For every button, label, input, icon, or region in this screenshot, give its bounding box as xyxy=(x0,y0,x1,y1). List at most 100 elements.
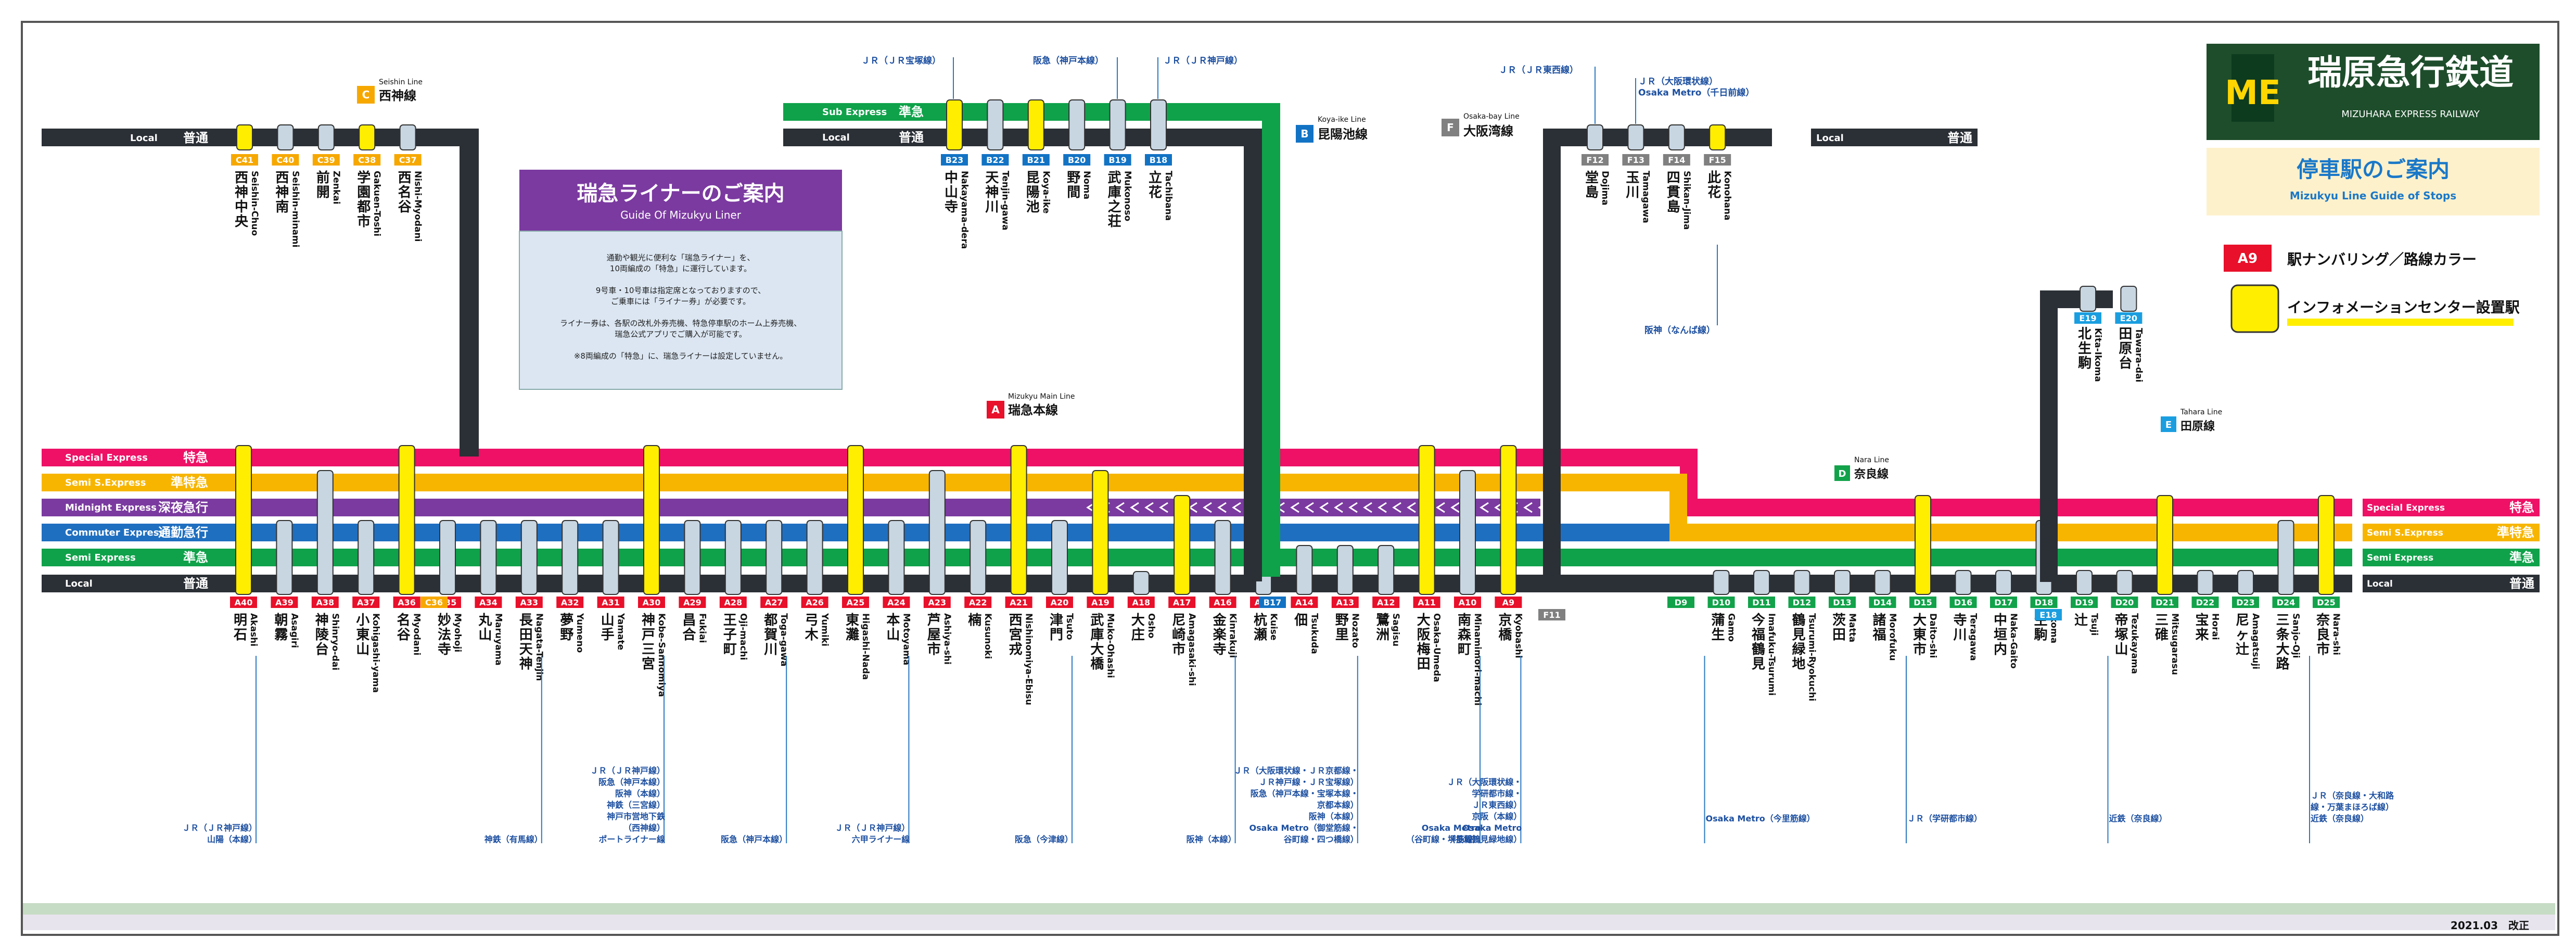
station-code-badge xyxy=(272,154,299,166)
midnight-chevron xyxy=(1523,502,1533,513)
midnight-chevron xyxy=(1480,502,1489,513)
liner-title-box xyxy=(519,170,842,231)
station-name-en: Yamate xyxy=(616,613,626,650)
station-name-jp-char: 山 xyxy=(945,185,958,200)
station-name-jp-char: 緑 xyxy=(1792,641,1806,657)
station-pill-C41 xyxy=(236,124,253,150)
station-name-jp-char: 三 xyxy=(642,642,655,657)
station-code-badge xyxy=(1869,597,1896,608)
station-name-en: Maruyama xyxy=(493,613,503,666)
midnight-chevron xyxy=(1290,502,1299,513)
station-name-jp-char: 木 xyxy=(805,627,819,643)
transfer-text: ＪＲ（ＪＲ東西線） xyxy=(1499,65,1578,75)
station-code-badge xyxy=(1788,597,1816,608)
station-pill-F15 xyxy=(1709,124,1726,150)
station-code: A17 xyxy=(1173,598,1191,607)
station-name-jp-char: 楠 xyxy=(968,612,981,628)
station-code-badge xyxy=(515,597,543,608)
station-name-jp-char: 宝 xyxy=(2195,612,2209,628)
station-pill-D22 xyxy=(2197,570,2214,595)
transfer-text: 阪神（本線） xyxy=(1187,834,1236,844)
station-code: C41 xyxy=(236,155,253,165)
station-name-jp-char: 弓 xyxy=(805,613,819,628)
station-name-jp: 前開 xyxy=(316,170,330,200)
station-pill-A14 xyxy=(1296,545,1313,595)
station-code-badge xyxy=(1707,597,1735,608)
midnight-chevron xyxy=(1232,502,1241,513)
station-name-jp: 尼崎市 xyxy=(1172,613,1185,657)
station-name-jp-char: 田 xyxy=(519,627,533,643)
right-service-jp: 普通 xyxy=(2509,576,2534,591)
band-special-nara xyxy=(1665,449,2352,516)
station-name-jp-char: 天 xyxy=(985,170,999,186)
station-name-en: Teragawa xyxy=(1968,613,1979,661)
station-name-jp-char: 市 xyxy=(927,641,941,657)
station-pill-A40 xyxy=(235,445,252,595)
station-code: A36 xyxy=(398,598,416,607)
station-name-jp: 田原台 xyxy=(2119,326,2132,371)
station-pill-A38 xyxy=(316,470,334,595)
line-name-jp: 田原線 xyxy=(2180,420,2215,433)
station-code: D9 xyxy=(1675,598,1687,607)
station-code: A32 xyxy=(561,598,579,607)
station-code-badge xyxy=(1413,597,1440,608)
station-pill-A25 xyxy=(847,445,864,595)
station-pill-B20 xyxy=(1068,99,1086,150)
transfer-text: 京都本線） xyxy=(1317,800,1359,810)
station-code: A31 xyxy=(602,598,620,607)
station-name-jp-char: 西 xyxy=(275,170,289,186)
station-code-badge xyxy=(352,597,380,608)
logo-mark-bg xyxy=(2231,54,2274,122)
station-name-jp-char: 南 xyxy=(1458,613,1471,628)
station-code-badge xyxy=(1022,154,1050,166)
station-name-jp-char: 野 xyxy=(560,627,573,643)
transfer-text: ＪＲ（大阪環状線） xyxy=(1638,76,1718,87)
station-pill-A27 xyxy=(766,520,783,595)
station-name-jp-char: 南 xyxy=(275,199,289,215)
station-name-en: Sagisu xyxy=(1391,613,1401,646)
station-name-jp: 佃 xyxy=(1294,613,1308,628)
station-code-badge xyxy=(394,154,422,166)
service-label-jp: 準急 xyxy=(183,550,208,565)
station-name-jp-char: 明 xyxy=(234,613,247,628)
station-code: D22 xyxy=(2196,598,2215,607)
station-name-jp-char: 王 xyxy=(723,613,737,628)
legend-number-code: A9 xyxy=(2238,251,2258,267)
station-pill-A30 xyxy=(643,445,660,595)
station-name-en: Sanjo-Oji xyxy=(2291,613,2301,658)
station-code: A24 xyxy=(887,598,906,607)
station-pill-A17 xyxy=(1174,495,1191,595)
line-letter: C xyxy=(362,88,370,101)
transfer-text: 山陽（本線） xyxy=(207,834,257,844)
station-name-jp-char: 東 xyxy=(356,627,369,643)
station-pill-D16 xyxy=(1955,570,1972,595)
station-code: E20 xyxy=(2120,313,2137,323)
station-name-jp: 四貫島 xyxy=(1667,170,1680,215)
station-name-jp-char: 本 xyxy=(886,613,900,628)
liner-text: 10両編成の「特急」に運行しています。 xyxy=(610,264,751,273)
station-pill-B23 xyxy=(946,99,963,150)
legend-info-underline xyxy=(2287,319,2514,326)
station-name-jp-char: 子 xyxy=(723,627,737,643)
station-name-jp-char: 寺 xyxy=(1953,613,1967,628)
station-name-jp-char: 三 xyxy=(2155,613,2169,628)
transfer-text: ＪＲ（ＪＲ神戸線） xyxy=(1163,55,1243,66)
station-name-jp-char: 戎 xyxy=(1009,642,1023,657)
station-code: D18 xyxy=(2035,598,2054,607)
station-name-jp: 楠 xyxy=(968,612,981,628)
service-label-jp: 普通 xyxy=(899,130,924,145)
line-letter-badge xyxy=(2161,416,2176,432)
station-name-en: Ikoma xyxy=(2049,613,2059,643)
station-name-jp-char: 山 xyxy=(356,642,369,657)
station-name-jp: 玉川 xyxy=(1626,170,1639,200)
station-name-en: Yumeno xyxy=(575,613,585,653)
transfer-text: Osaka Metro（千日前線） xyxy=(1638,87,1754,98)
station-pill-D23 xyxy=(2237,570,2254,595)
station-name-jp-char: 寺 xyxy=(945,199,958,215)
station-name-jp-char: 町 xyxy=(723,642,737,657)
station-name-jp-char: 三 xyxy=(2276,613,2289,628)
station-name-jp-char: 条 xyxy=(2276,627,2290,643)
transfer-text: 京阪（本線） xyxy=(1472,811,1522,821)
liner-text: 9号車・10号車は指定席となっておりますので、 xyxy=(596,286,766,295)
